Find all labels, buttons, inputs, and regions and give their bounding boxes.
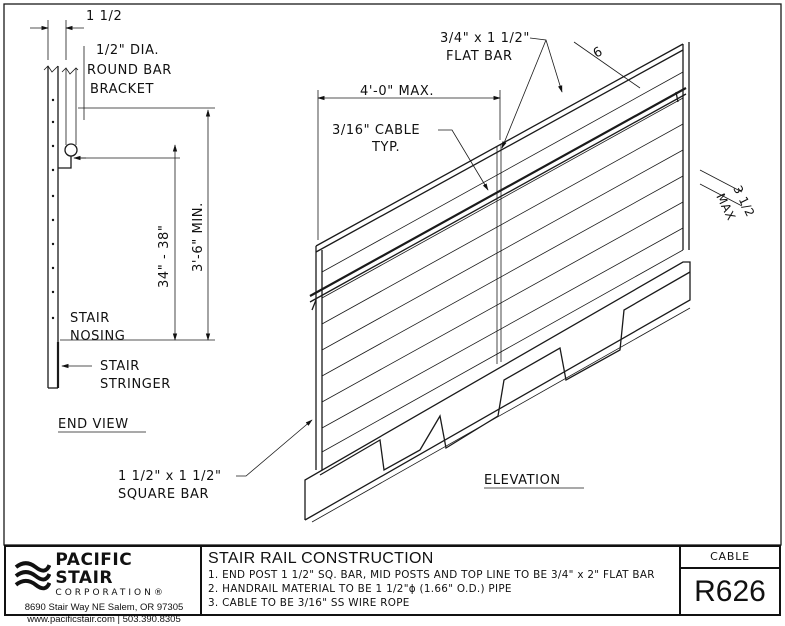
dim-max-spacing: 4'-0" MAX. xyxy=(360,84,434,99)
stringer-outline xyxy=(304,261,691,521)
drawing-number: R626 xyxy=(694,575,766,608)
break-line xyxy=(43,65,59,73)
square-bar-label-line2: SQUARE BAR xyxy=(118,487,209,502)
logo-row: PACIFIC STAIR CORPORATION® xyxy=(14,551,194,599)
end-view: 1 1/2 1/2" DIA. ROUND BAR BRACKET xyxy=(30,9,215,433)
stringer-label-line1: STAIR xyxy=(100,359,140,374)
note-3: 3. CABLE TO BE 3/16" SS WIRE ROPE xyxy=(208,597,410,609)
title-block: PACIFIC STAIR CORPORATION® 8690 Stair Wa… xyxy=(4,545,781,625)
company-block: PACIFIC STAIR CORPORATION® 8690 Stair Wa… xyxy=(6,547,202,625)
company-name: PACIFIC STAIR xyxy=(55,550,133,588)
stringer-label-line2: STRINGER xyxy=(100,377,171,392)
dim-rail-height: 3'-6" MIN. xyxy=(191,202,206,272)
round-bar-bracket xyxy=(58,156,72,169)
stair-treads xyxy=(319,271,691,476)
end-view-title: END VIEW xyxy=(58,417,129,432)
flat-bar-label-line2: FLAT BAR xyxy=(446,49,513,64)
company-address: 8690 Stair Way NE Salem, OR 97305 xyxy=(24,602,184,613)
notes-block: STAIR RAIL CONSTRUCTION 1. END POST 1 1/… xyxy=(202,547,681,614)
note-1: 1. END POST 1 1/2" SQ. BAR, MID POSTS AN… xyxy=(208,569,655,581)
company-sub: CORPORATION® xyxy=(55,588,166,598)
drawing-category: CABLE xyxy=(681,547,779,569)
cable-label-line2: TYP. xyxy=(371,140,400,155)
cable-label-line1: 3/16" CABLE xyxy=(332,123,420,138)
drawing-id-block: CABLE R626 xyxy=(681,547,779,614)
flat-bar-label-line1: 3/4" x 1 1/2" xyxy=(440,31,530,46)
nosing-label-line2: NOSING xyxy=(70,329,125,344)
drawing-title: STAIR RAIL CONSTRUCTION xyxy=(208,550,434,567)
note-2: 2. HANDRAIL MATERIAL TO BE 1 1/2"ϕ (1.66… xyxy=(208,583,512,595)
handrail-section xyxy=(64,143,78,157)
cable-lines xyxy=(321,71,684,453)
bracket-label-line2: ROUND BAR xyxy=(87,63,172,78)
elevation-view: 3/4" x 1 1/2" FLAT BAR 6 4'-0" MAX. 3/16… xyxy=(118,31,757,523)
bracket-label-line1: 1/2" DIA. xyxy=(96,43,159,58)
dim-top-label: 1 1/2 xyxy=(86,9,122,24)
bracket-label-line3: BRACKET xyxy=(90,82,154,97)
dim-handrail-height: 34" - 38" xyxy=(157,225,172,288)
top-flat-bar xyxy=(315,43,684,247)
elevation-title: ELEVATION xyxy=(484,473,561,488)
nosing-label-line1: STAIR xyxy=(70,311,110,326)
post-holes xyxy=(51,98,55,320)
company-contact: www.pacificstair.com | 503.390.8305 xyxy=(27,614,181,625)
handrail-pipe xyxy=(309,87,687,297)
square-bar-label-line1: 1 1/2" x 1 1/2" xyxy=(118,469,222,484)
pacific-stair-wave-logo xyxy=(14,561,52,591)
